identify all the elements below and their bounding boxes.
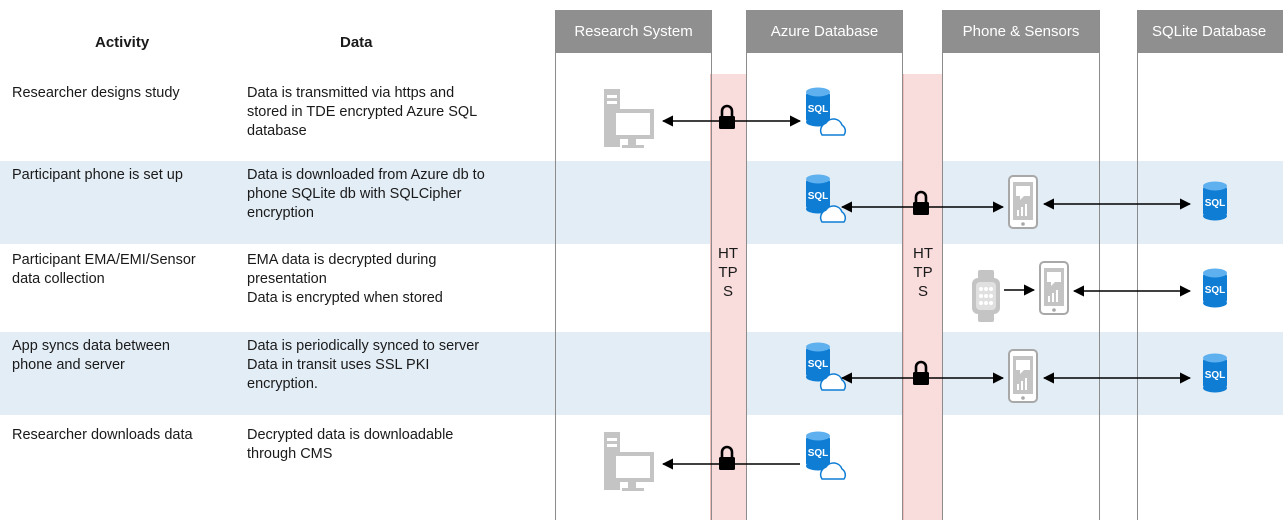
row-3-data: EMA data is decrypted during presentatio… [247, 251, 547, 308]
column-header-data: Data [340, 34, 373, 51]
row-3-data-line-3: Data is encrypted when stored [247, 290, 443, 306]
row-2-data-line-1: Data is downloaded from Azure db to [247, 167, 485, 183]
lane-research-system [555, 10, 712, 520]
phone-icon-row-3 [1039, 261, 1069, 315]
sql-cloud-db-icon-row-1: SQL [806, 87, 847, 136]
svg-text:SQL: SQL [1205, 370, 1226, 381]
row-5-data-line-1: Decrypted data is downloadable [247, 427, 454, 443]
column-header-activity: Activity [95, 34, 150, 51]
row-2-data-line-3: encryption [247, 205, 314, 221]
svg-text:SQL: SQL [1205, 198, 1226, 209]
row-4-data-line-2: Data in transit uses SSL PKI [247, 357, 430, 373]
row-2-activity: Participant phone is set up [12, 167, 183, 183]
lock-icon-row-2 [913, 190, 929, 215]
row-1-data-line-3: database [247, 123, 307, 139]
lane-phone-sensors [942, 10, 1100, 520]
row-5-data: Decrypted data is downloadable through C… [247, 426, 547, 464]
https-strip-1 [710, 74, 747, 520]
row-5-data-line-2: through CMS [247, 446, 333, 462]
https-label-1: HTTPS [718, 245, 738, 300]
computer-icon-row-5 [604, 432, 654, 491]
svg-text:SQL: SQL [808, 359, 829, 370]
row-4-data-line-3: encryption. [247, 376, 318, 392]
row-2-data: Data is downloaded from Azure db to phon… [247, 166, 547, 223]
lane-header-phone-sensors: Phone & Sensors [943, 10, 1099, 53]
svg-text:SQL: SQL [808, 191, 829, 202]
svg-text:SQL: SQL [808, 104, 829, 115]
computer-icon-row-1 [604, 89, 654, 148]
row-3-activity: Participant EMA/EMI/Sensor data collecti… [12, 252, 196, 287]
row-4-activity: App syncs data between phone and server [12, 338, 170, 373]
sql-cloud-db-icon-row-2: SQL [806, 174, 847, 223]
row-1-data-line-2: stored in TDE encrypted Azure SQL [247, 104, 478, 120]
row-2-data-line-2: phone SQLite db with SQLCipher [247, 186, 462, 202]
row-3-data-line-1: EMA data is decrypted during [247, 252, 437, 268]
sql-db-icon-row-3: SQL [1203, 268, 1227, 308]
svg-text:SQL: SQL [808, 448, 829, 459]
svg-text:SQL: SQL [1205, 285, 1226, 296]
lane-azure-database [746, 10, 903, 520]
lane-header-research-system: Research System [556, 10, 711, 53]
row-5-activity: Researcher downloads data [12, 427, 193, 443]
row-4-data: Data is periodically synced to server Da… [247, 337, 547, 394]
row-3-data-line-2: presentation [247, 271, 327, 287]
smartwatch-icon-row-3 [972, 270, 1000, 322]
lock-icon-row-4 [913, 360, 929, 385]
row-1-activity: Researcher designs study [12, 85, 180, 101]
lane-sqlite-database [1137, 10, 1283, 520]
sql-cloud-db-icon-row-4: SQL [806, 342, 847, 391]
phone-icon-row-2 [1008, 175, 1038, 229]
sql-db-icon-row-4: SQL [1203, 353, 1227, 393]
sql-db-icon-row-2: SQL [1203, 181, 1227, 221]
lock-icon-row-1 [719, 104, 735, 129]
row-1-data: Data is transmitted via https and stored… [247, 84, 547, 141]
row-1-data-line-1: Data is transmitted via https and [247, 85, 455, 101]
sql-cloud-db-icon-row-5: SQL [806, 431, 847, 480]
https-label-2: HTTPS [913, 245, 933, 300]
lock-icon-row-5 [719, 445, 735, 470]
lane-header-azure-database: Azure Database [747, 10, 902, 53]
phone-icon-row-4 [1008, 349, 1038, 403]
row-4-data-line-1: Data is periodically synced to server [247, 338, 480, 354]
lane-header-sqlite-database: SQLite Database [1138, 10, 1283, 53]
